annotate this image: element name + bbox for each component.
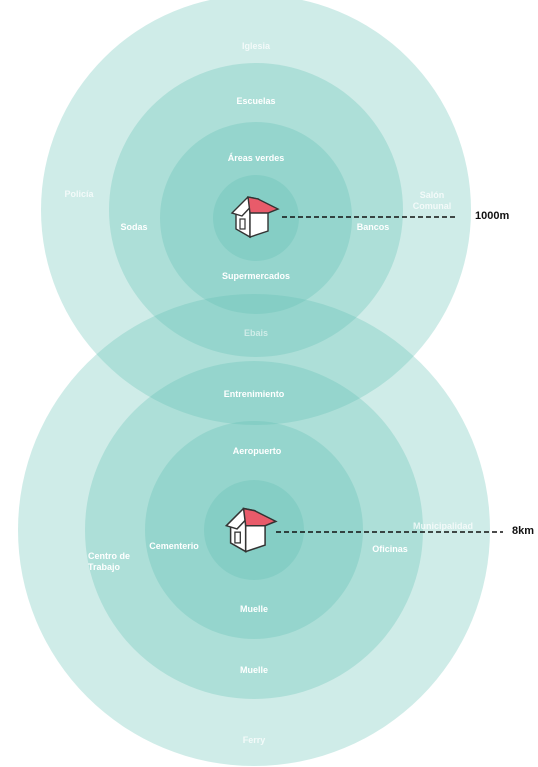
bottom-distance-line [276, 531, 503, 533]
bottom-inner-label-muelle: Muelle [239, 604, 269, 614]
bottom-outer-label-municipalidad: Municipalidad [412, 521, 474, 531]
bottom-inner-label-oficinas: Oficinas [372, 544, 408, 554]
bottom-distance-label: 8km [512, 525, 535, 537]
top-middle-label-escuelas: Escuelas [236, 96, 276, 106]
top-outer-label-iglesia: Iglesia [241, 41, 271, 51]
bottom-middle-label-entrenimiento: Entrenimiento [223, 389, 285, 399]
bottom-inner-label-aeropuerto: Aeropuerto [232, 446, 282, 456]
bottom-middle-label-muelle: Muelle [239, 665, 269, 675]
house-icon [224, 507, 278, 553]
top-outer-label-policia: Policía [64, 189, 94, 199]
bottom-inner-label-cementerio: Cementerio [149, 541, 199, 551]
bottom-outer-label-centro-de-trabajo: Centro de Trabajo [88, 551, 131, 572]
top-outer-label-salon-comunal: Salón Comunal [412, 190, 452, 211]
bottom-outer-label-ferry: Ferry [242, 735, 266, 745]
top-middle-label-ebais: Ebais [243, 328, 269, 338]
top-middle-label-bancos: Bancos [356, 222, 390, 232]
top-inner-label-areas-verdes: Áreas verdes [227, 153, 285, 163]
top-inner-label-supermercados: Supermercados [221, 271, 291, 281]
house-icon [230, 196, 280, 239]
top-middle-label-sodas: Sodas [120, 222, 148, 232]
top-distance-line [282, 216, 457, 218]
top-distance-label: 1000m [475, 210, 510, 222]
